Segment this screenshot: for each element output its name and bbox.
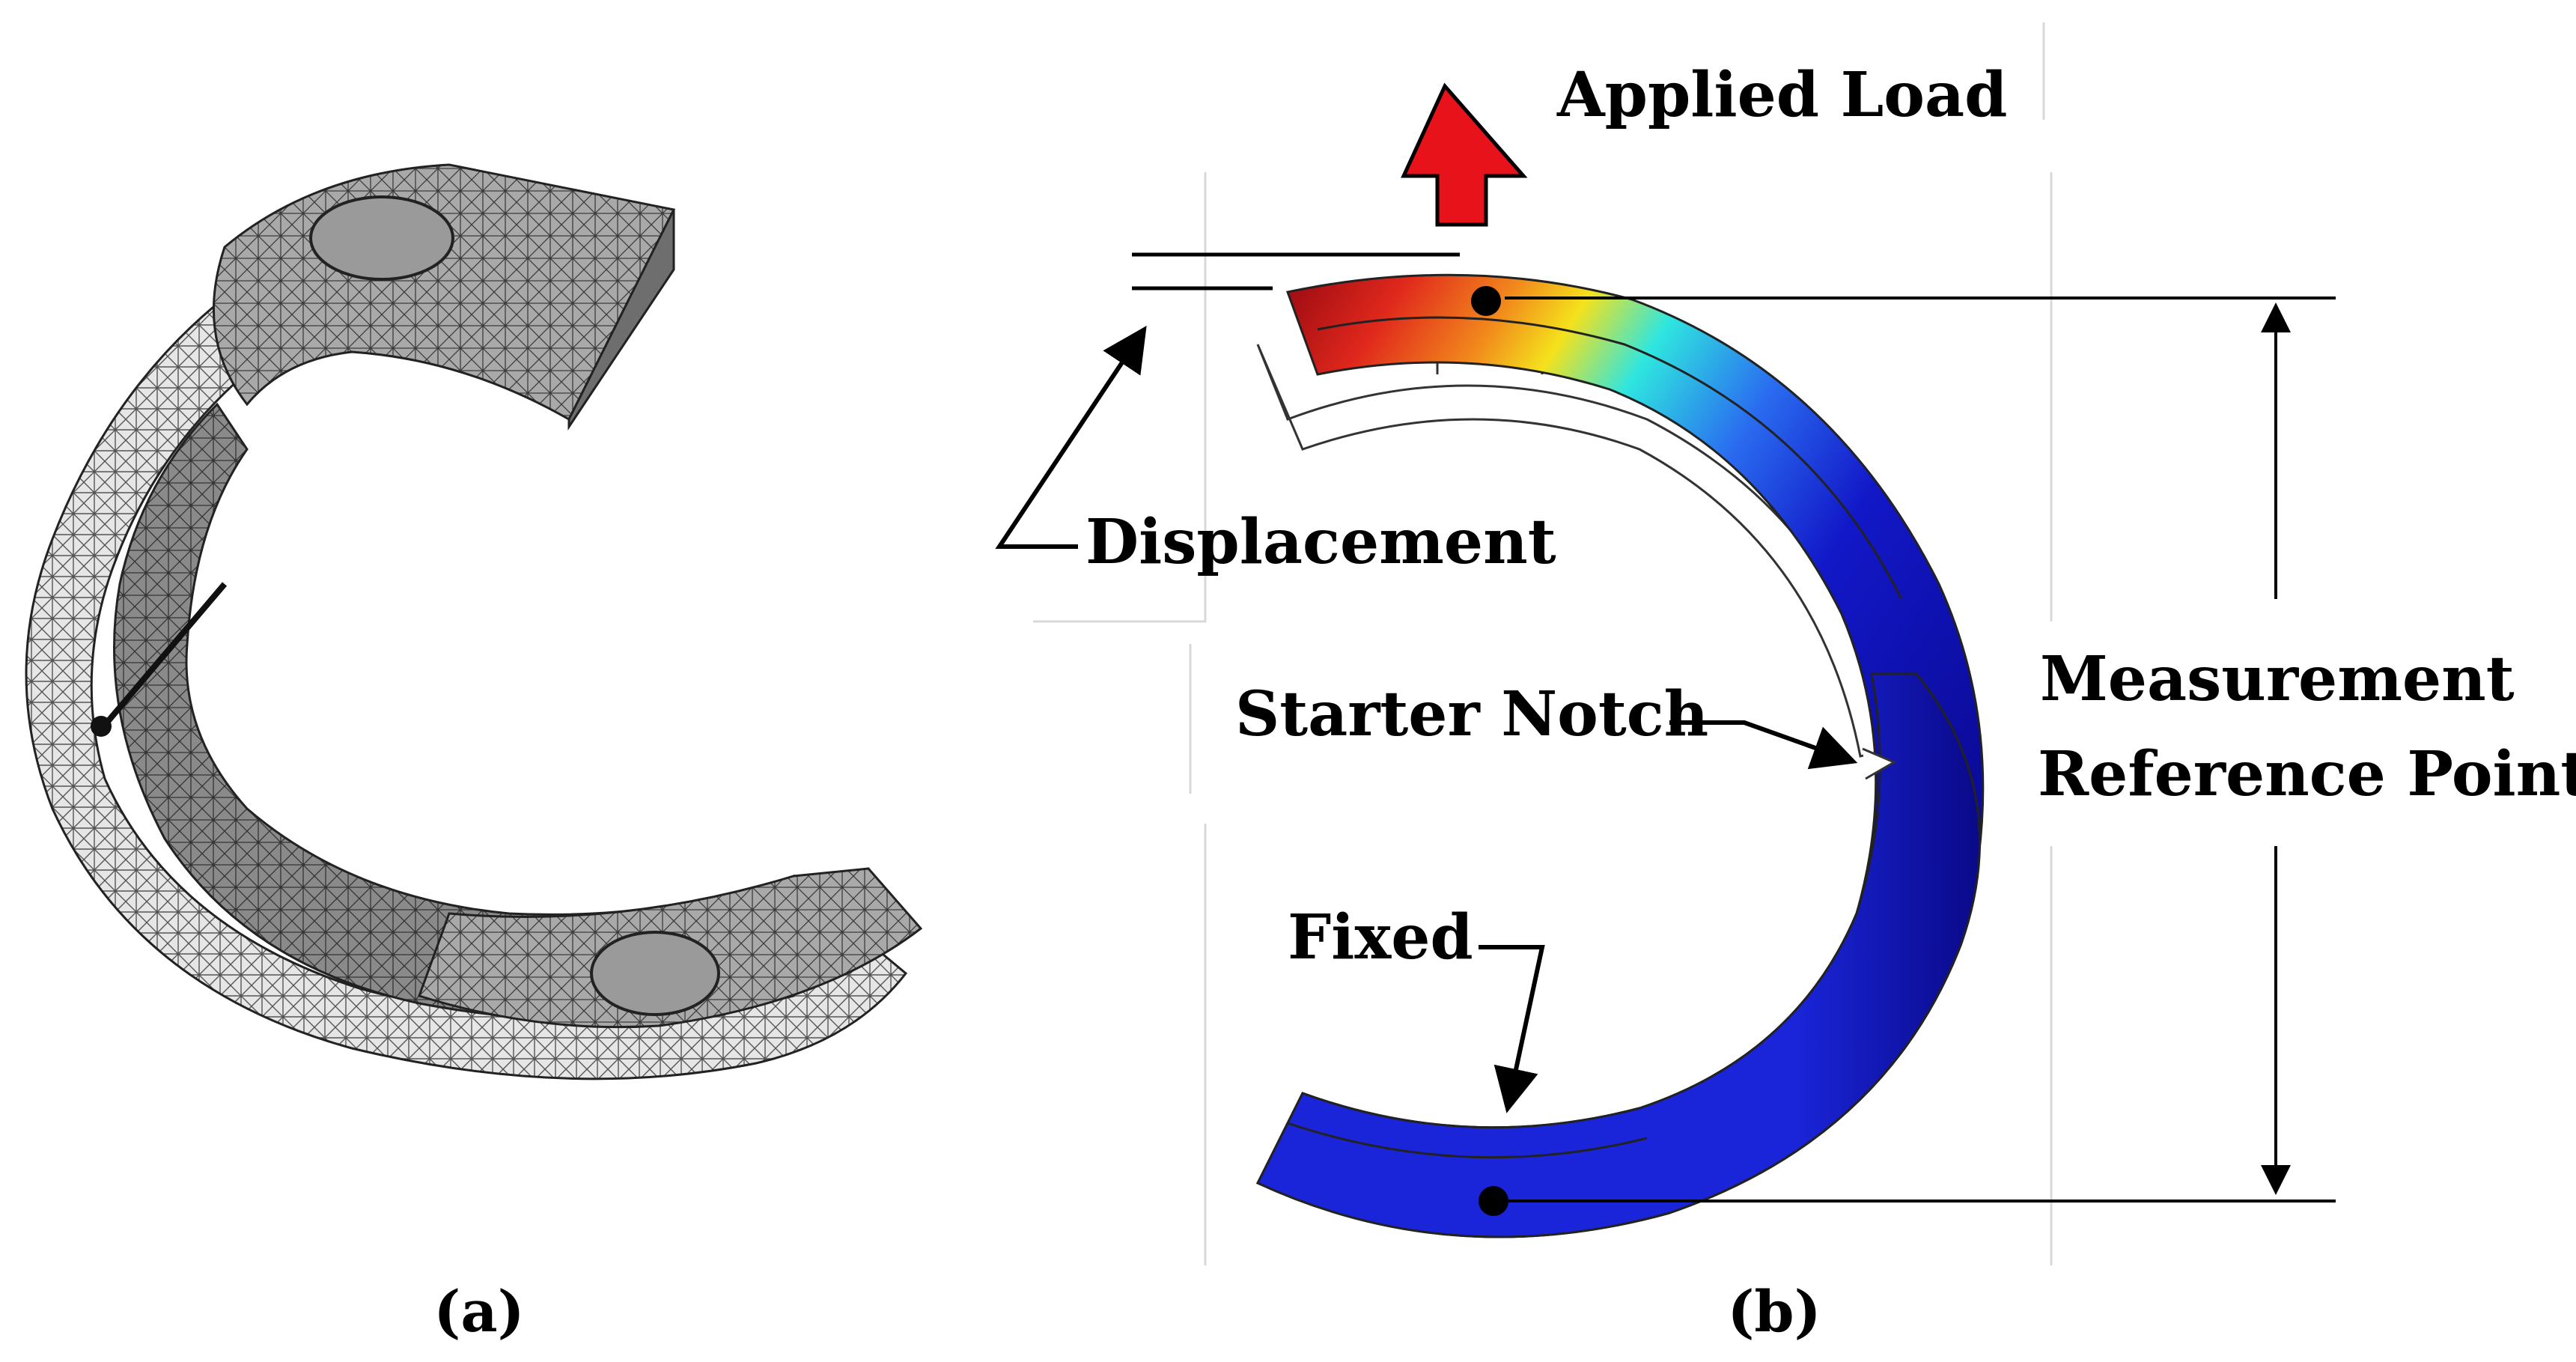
c-ring-top-face	[212, 163, 676, 422]
reference-point-top	[1471, 286, 1501, 316]
measurement-label-line1: Measurement	[2040, 643, 2515, 715]
top-hole	[309, 195, 454, 281]
displacement-label: Displacement	[1085, 506, 1556, 578]
reference-point-bottom	[1479, 1186, 1508, 1216]
notch-leader	[1669, 720, 1858, 770]
deformed-ring-lower	[1255, 672, 1981, 1238]
fixed-leader	[1479, 945, 1545, 1113]
deformed-inner-edge	[1317, 316, 1903, 600]
mesh-refinement-spot	[91, 716, 112, 737]
bottom-hole	[590, 931, 720, 1016]
displacement-indicator	[1132, 252, 1460, 291]
starter-notch-label: Starter Notch	[1235, 678, 1708, 750]
applied-load-label: Applied Load	[1556, 59, 2007, 131]
frame-lines	[1033, 22, 2053, 1265]
mesh-notch	[94, 582, 228, 736]
panel-a-label: (a)	[433, 1278, 524, 1345]
fixed-label: Fixed	[1288, 902, 1473, 973]
measurement-label-line2: Reference Points	[2038, 738, 2576, 810]
panel-b-label: (b)	[1727, 1278, 1821, 1345]
c-ring-top-side	[567, 209, 675, 431]
panel-a-mesh-model	[25, 163, 923, 1080]
displacement-leader	[995, 326, 1147, 549]
applied-load-arrow	[1401, 82, 1528, 227]
deformed-lower-inner-edge	[1287, 1122, 1648, 1159]
starter-notch-shape	[1862, 747, 1897, 780]
measurement-lines	[1505, 297, 2336, 1203]
panel-b-fea-model: Applied Load Displacement Starter Notch …	[995, 22, 2576, 1265]
leader-lines	[995, 326, 1858, 1113]
